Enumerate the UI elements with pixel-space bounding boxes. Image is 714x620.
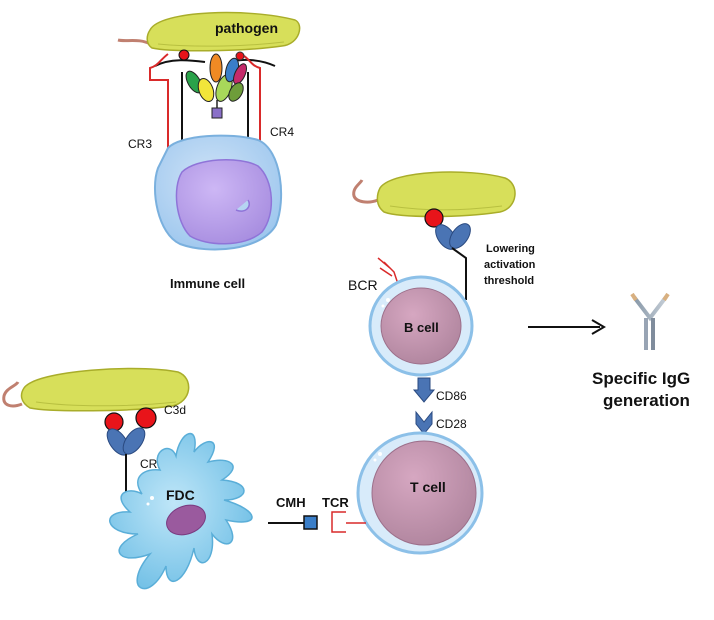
immune-cell	[154, 134, 283, 251]
immune-cell-label: Immune cell	[170, 276, 245, 291]
b-cell	[368, 275, 474, 377]
lowering-line2: activation	[484, 259, 536, 271]
cr2-receptor-b	[435, 223, 471, 300]
fdc-nucleus	[166, 504, 206, 536]
c3d-label: C3d	[164, 403, 186, 417]
pathogen-fdc	[2, 367, 190, 412]
t-cell-label: T cell	[410, 479, 446, 495]
cr4-label: CR4	[270, 125, 294, 139]
tcr-label: TCR	[322, 495, 349, 510]
specific-igg-line2: generation	[603, 391, 690, 410]
b-cell-group: Lowering activation threshold BCR B cell…	[348, 171, 536, 435]
bcr-label: BCR	[348, 277, 378, 293]
lowering-line1: Lowering	[486, 243, 535, 255]
pathogen-b	[352, 171, 516, 218]
igg-antibody-icon	[630, 292, 670, 350]
cd86-marker	[412, 377, 436, 403]
generation-arrow	[528, 319, 606, 335]
fdc-label: FDC	[166, 487, 195, 503]
cd86-label: CD86	[436, 389, 467, 403]
t-cell	[356, 431, 484, 555]
cmh-label: CMH	[276, 495, 306, 510]
immune-cell-group: pathogen CR3 CR4	[117, 11, 301, 291]
lowering-line3: threshold	[484, 275, 534, 287]
cd28-label: CD28	[436, 417, 467, 431]
specific-igg-line1: Specific IgG	[592, 369, 690, 388]
pathogen-label: pathogen	[215, 20, 278, 36]
receptor-complex	[149, 49, 276, 190]
cmh-marker	[303, 515, 318, 530]
pathogen-top: pathogen	[117, 11, 301, 52]
fdc-group: C3d CR2 FDC	[2, 367, 253, 590]
cd28-marker	[415, 410, 433, 435]
b-cell-label: B cell	[404, 320, 439, 335]
tcr-cmh-link	[268, 511, 366, 533]
cr3-label: CR3	[128, 137, 152, 151]
